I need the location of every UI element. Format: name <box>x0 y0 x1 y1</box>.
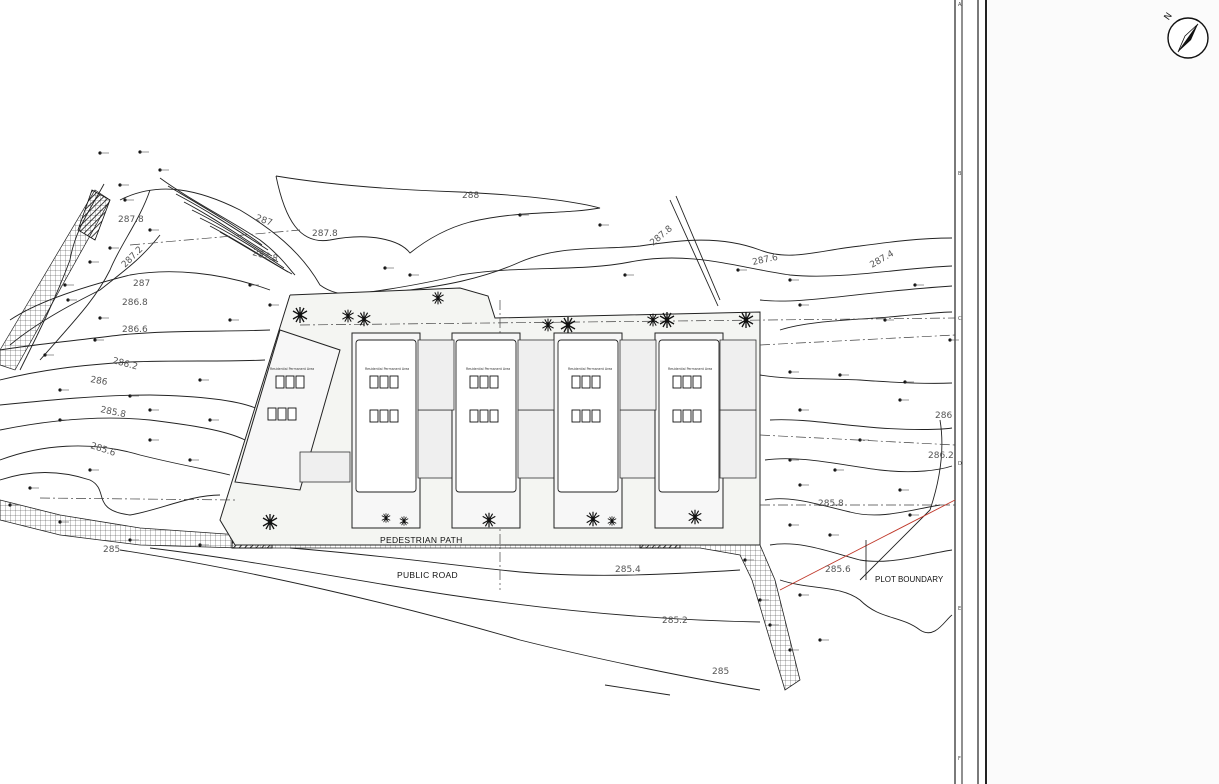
unit-2: Residential Permanent Area <box>351 332 455 529</box>
unit-label-2: Residential Permanent Area <box>365 367 409 371</box>
survey-points <box>8 150 959 652</box>
unit-4: Residential Permanent Area <box>553 332 657 529</box>
north-arrow-icon: N <box>1163 11 1209 59</box>
unit-3: Residential Permanent Area <box>451 332 555 529</box>
contour-label-5: 287.2 <box>120 245 145 270</box>
contour-label-3: 287.8 <box>312 229 338 239</box>
contour-label-4: 287.8 <box>251 248 279 264</box>
frame-tick-f: F <box>958 756 961 762</box>
contour-lines <box>0 175 953 696</box>
contour-label-12: 285.6 <box>89 441 117 459</box>
contour-label-22: 285.2 <box>662 616 688 626</box>
unit-label-5: Residential Permanent Area <box>668 367 712 371</box>
contour-label-21: 285.4 <box>615 565 641 575</box>
contour-label-15: 287.6 <box>752 253 780 268</box>
contour-label-14: 287.8 <box>649 224 675 248</box>
contour-label-13: 288 <box>462 191 479 201</box>
north-label: N <box>1163 11 1175 22</box>
contour-label-6: 287 <box>133 279 150 289</box>
contour-label-10: 286 <box>89 375 108 388</box>
public-road-label: PUBLIC ROAD <box>397 570 458 580</box>
contour-label-8: 286.6 <box>122 325 148 335</box>
unit-5: Residential Permanent Area <box>654 332 757 529</box>
contour-label-17: 286 <box>935 411 952 421</box>
contour-label-9: 286.2 <box>111 356 138 372</box>
plot-boundary-label: PLOT BOUNDARY <box>875 575 944 584</box>
contour-label-19: 285.8 <box>818 499 844 509</box>
unit-label-3: Residential Permanent Area <box>466 367 510 371</box>
unit-1: Residential Permanent Area <box>234 329 351 491</box>
frame-tick-e: E <box>958 606 961 612</box>
contour-label-20: 285.6 <box>825 565 851 575</box>
frame-tick-d: D <box>958 461 962 467</box>
contour-label-18: 286.2 <box>928 451 954 461</box>
unit-label-4: Residential Permanent Area <box>568 367 612 371</box>
contour-label-1: 287.8 <box>118 215 144 225</box>
contour-label-7: 286.8 <box>122 298 148 308</box>
housing-units: Residential Permanent Area Residential P… <box>234 329 757 529</box>
contour-label-23: 285 <box>712 667 729 677</box>
drawing-frame: A B C D E F <box>954 0 1219 784</box>
contour-label-2: 287 <box>254 213 274 228</box>
frame-tick-b: B <box>958 171 962 177</box>
frame-tick-a: A <box>958 2 962 8</box>
contour-label-24: 285 <box>103 545 120 555</box>
frame-tick-c: C <box>958 316 962 322</box>
unit-label-1: Residential Permanent Area <box>270 367 314 371</box>
contour-label-16: 287.4 <box>869 249 897 271</box>
pedestrian-path-label: PEDESTRIAN PATH <box>380 535 463 545</box>
